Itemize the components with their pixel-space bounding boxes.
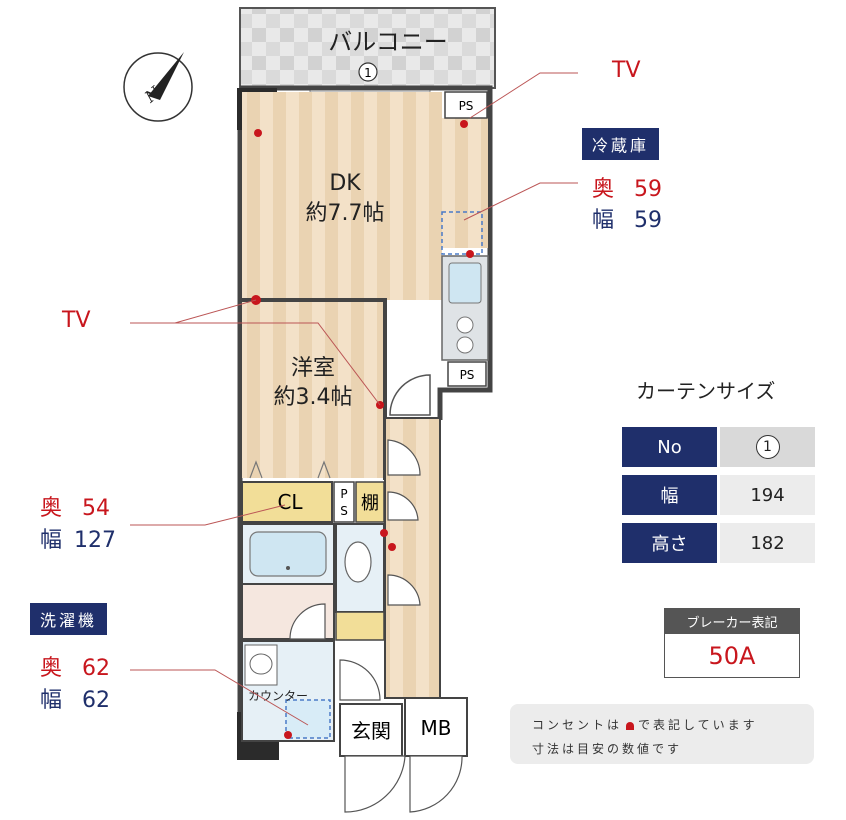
- kitchen-counter: [441, 255, 489, 361]
- ps-top-label: PS: [459, 99, 474, 113]
- dk-label: DK: [329, 171, 361, 196]
- curtain-value-no: 1: [720, 427, 815, 467]
- balcony: バルコニー 1: [239, 7, 496, 89]
- note-line1: コンセントはで表記しています: [532, 718, 758, 732]
- outer-walls: [237, 85, 493, 760]
- mb-door: [409, 755, 463, 813]
- curtain-title: カーテンサイズ: [636, 379, 776, 403]
- door-bath: [289, 603, 326, 640]
- door-dk: [389, 374, 431, 416]
- washer-space: [285, 699, 331, 739]
- ps-vertical-s: S: [340, 504, 348, 518]
- door-hall-1: [387, 439, 421, 476]
- ps-vertical: [333, 481, 355, 523]
- curtain-label-height: 高さ: [622, 523, 717, 563]
- tv-left-label: TV: [62, 308, 91, 333]
- toilet-shelf: [335, 611, 385, 641]
- callout-lines: [130, 72, 578, 726]
- door-hall-2: [387, 491, 419, 521]
- western-size: 約3.4帖: [274, 385, 353, 410]
- fridge-space: [441, 211, 483, 255]
- breaker-value: 50A: [708, 642, 756, 670]
- washer-title: 洗濯機: [30, 603, 108, 635]
- curtain-label-width: 幅: [622, 475, 717, 515]
- shelf-label: 棚: [361, 493, 379, 514]
- ps-mid-label: PS: [460, 368, 475, 382]
- mb-label: MB: [421, 716, 452, 740]
- door-toilet: [339, 659, 381, 701]
- entrance-label: 玄関: [351, 719, 391, 743]
- curtain-label-no: No: [622, 427, 717, 467]
- door-hall-3: [387, 574, 421, 606]
- kitchen-floor: [442, 118, 488, 248]
- curtain-value-width: 194: [720, 475, 815, 515]
- ps-top: [444, 91, 488, 119]
- ps-vertical-p: P: [340, 487, 347, 501]
- mb: [404, 697, 468, 757]
- balcony-label: バルコニー: [328, 28, 448, 56]
- closet-label: CL: [277, 490, 303, 514]
- shelf: [355, 481, 385, 523]
- bathtub: [249, 531, 327, 577]
- note-line2: 寸法は目安の数値です: [532, 742, 683, 756]
- ps-mid: [447, 361, 487, 387]
- toilet: [344, 541, 372, 583]
- counter-label: カウンター: [248, 689, 308, 703]
- dk-floor: [242, 92, 442, 300]
- outlet-icon: [626, 721, 635, 730]
- breaker-title: ブレーカー表記: [665, 609, 799, 634]
- front-door: [344, 755, 406, 813]
- fridge-title: 冷蔵庫: [582, 128, 660, 160]
- compass-icon: N: [123, 52, 193, 122]
- closet: [241, 481, 333, 523]
- dk-size: 約7.7帖: [306, 201, 385, 226]
- balcony-window-number: 1: [364, 66, 372, 80]
- western-label: 洋室: [291, 356, 335, 381]
- western-floor: [242, 302, 383, 478]
- tv-top-label: TV: [612, 58, 641, 83]
- note-box: コンセントはで表記しています 寸法は目安の数値です: [510, 704, 814, 764]
- curtain-value-height: 182: [720, 523, 815, 563]
- breaker-box: ブレーカー表記 50A: [664, 608, 800, 678]
